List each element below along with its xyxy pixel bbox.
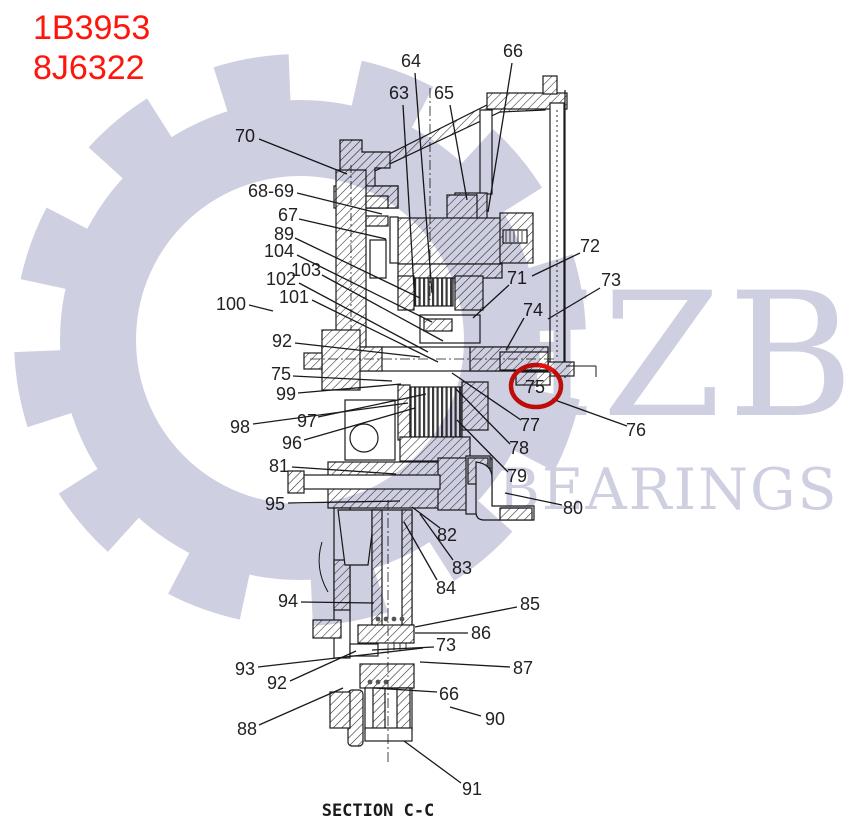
- section-title: SECTION C-C: [322, 801, 435, 821]
- callout-65: 65: [434, 83, 454, 103]
- leader-line-90: [449, 706, 482, 717]
- leader-line-76: [551, 398, 628, 427]
- callout-96: 96: [282, 433, 302, 453]
- callout-88: 88: [237, 719, 257, 739]
- leader-line-74: [505, 317, 525, 351]
- callout-73: 73: [436, 635, 456, 655]
- callout-78: 78: [509, 438, 529, 458]
- callout-74: 74: [523, 300, 543, 320]
- leader-line-88: [258, 687, 344, 726]
- callout-94: 94: [278, 591, 298, 611]
- callout-86: 86: [471, 623, 491, 643]
- drawing-geometry: [287, 75, 597, 765]
- callout-95: 95: [265, 494, 285, 514]
- leader-line-87: [419, 661, 511, 668]
- callout-77: 77: [520, 415, 540, 435]
- part-numbers: 1B3953 8J6322: [33, 8, 150, 88]
- callout-67: 67: [278, 205, 298, 225]
- callout-91: 91: [462, 779, 482, 799]
- callout-83: 83: [452, 558, 472, 578]
- leader-line-66: [373, 687, 438, 693]
- leader-line-70: [258, 138, 348, 175]
- callout-87: 87: [513, 658, 533, 678]
- callout-104: 104: [264, 241, 294, 261]
- callout-92: 92: [272, 331, 292, 351]
- callout-79: 79: [507, 466, 527, 486]
- callout-90: 90: [485, 709, 505, 729]
- callout-66: 66: [439, 684, 459, 704]
- callout-71: 71: [507, 268, 527, 288]
- callout-81: 81: [269, 456, 289, 476]
- leader-line-73: [371, 646, 435, 651]
- callout-68-69: 68-69: [248, 181, 294, 201]
- callout-92: 92: [267, 673, 287, 693]
- callout-93: 93: [235, 659, 255, 679]
- callout-63: 63: [389, 83, 409, 103]
- callout-84: 84: [436, 578, 456, 598]
- part-number-1: 1B3953: [33, 9, 151, 47]
- callout-99: 99: [276, 384, 296, 404]
- leader-line-80: [504, 492, 563, 506]
- callout-101: 101: [279, 287, 309, 307]
- callout-75: 75: [525, 377, 545, 397]
- leader-line-91: [403, 740, 462, 784]
- callout-75: 75: [271, 364, 291, 384]
- callout-98: 98: [230, 417, 250, 437]
- callout-85: 85: [520, 594, 540, 614]
- callout-72: 72: [580, 236, 600, 256]
- callout-66: 66: [503, 41, 523, 61]
- leader-line-82: [411, 506, 441, 529]
- part-number-2: 8J6322: [33, 49, 145, 87]
- callout-100: 100: [216, 294, 246, 314]
- leader-line-85: [414, 606, 518, 628]
- callout-64: 64: [401, 51, 421, 71]
- callout-70: 70: [235, 126, 255, 146]
- callout-102: 102: [266, 269, 296, 289]
- leader-line-92: [289, 650, 357, 682]
- callout-76: 76: [626, 420, 646, 440]
- leader-line-94: [300, 601, 375, 604]
- callout-80: 80: [563, 498, 583, 518]
- callout-97: 97: [297, 411, 317, 431]
- leader-line-100: [248, 304, 274, 312]
- callout-73: 73: [601, 270, 621, 290]
